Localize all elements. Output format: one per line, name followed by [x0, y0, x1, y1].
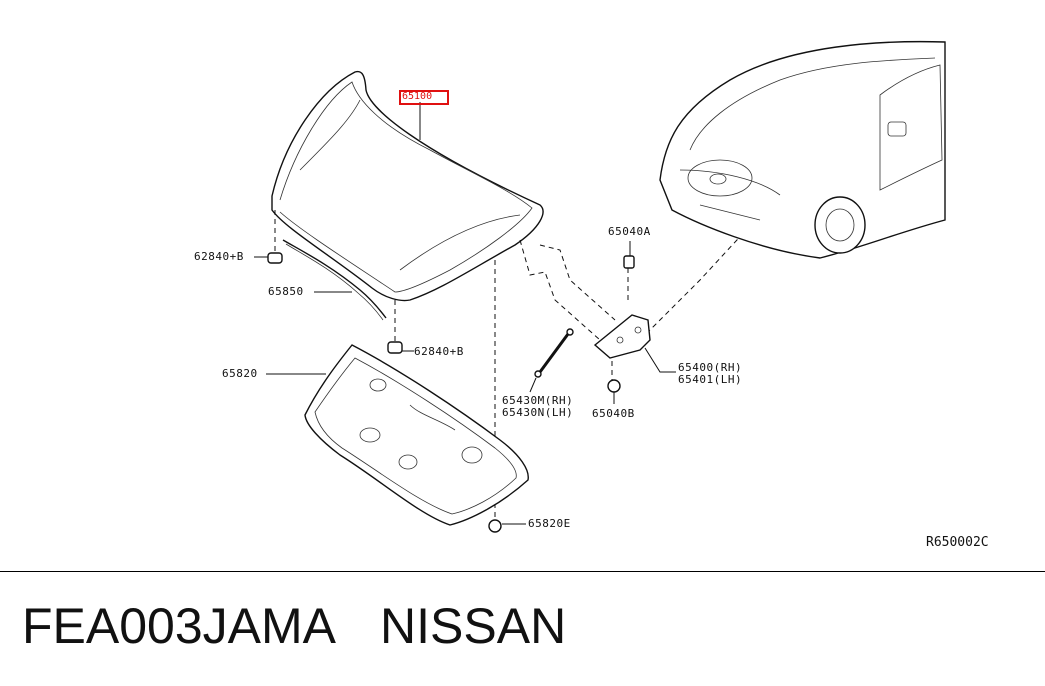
bolt-b-callout[interactable]: 65040B	[592, 407, 635, 420]
hood-hinge[interactable]	[593, 314, 651, 359]
hood-insulator[interactable]	[304, 344, 529, 526]
bolt-a-part[interactable]	[623, 255, 635, 269]
hinge-lh-callout[interactable]: 65401(LH)	[678, 373, 743, 386]
bumper-front-part[interactable]	[267, 252, 283, 264]
vehicle-outline	[659, 40, 946, 259]
clip-part[interactable]	[488, 519, 502, 533]
bumper-rear-part[interactable]	[387, 341, 403, 354]
brand-name: NISSAN	[380, 598, 567, 654]
seal-callout[interactable]: 65850	[268, 285, 304, 298]
hood-callout[interactable]: 65100	[399, 90, 449, 105]
bumper-rear-callout[interactable]: 62840+B	[414, 345, 464, 358]
hinge-rh-callout[interactable]: 65400(RH)	[678, 361, 743, 374]
hood-panel[interactable]	[271, 70, 544, 302]
insulator-callout[interactable]: 65820	[222, 367, 258, 380]
diagram-reference: R650002C	[926, 535, 989, 550]
bolt-a-callout[interactable]: 65040A	[608, 225, 651, 238]
footer: FEA003JAMA NISSAN	[22, 596, 566, 656]
strut-lh-callout[interactable]: 65430N(LH)	[502, 406, 574, 419]
seal-strip[interactable]	[282, 239, 387, 321]
footer-divider	[0, 571, 1045, 572]
bumper-front-callout[interactable]: 62840+B	[194, 250, 244, 263]
clip-callout[interactable]: 65820E	[528, 517, 571, 530]
hood-strut[interactable]	[534, 328, 574, 378]
bolt-b-part[interactable]	[607, 379, 621, 393]
part-code: FEA003JAMA	[22, 598, 337, 654]
parts-diagram: 65100 62840+B 65850 62840+B 65820 65820E…	[194, 40, 989, 550]
strut-rh-callout[interactable]: 65430M(RH)	[502, 394, 574, 407]
diagram-drawing	[254, 40, 946, 533]
